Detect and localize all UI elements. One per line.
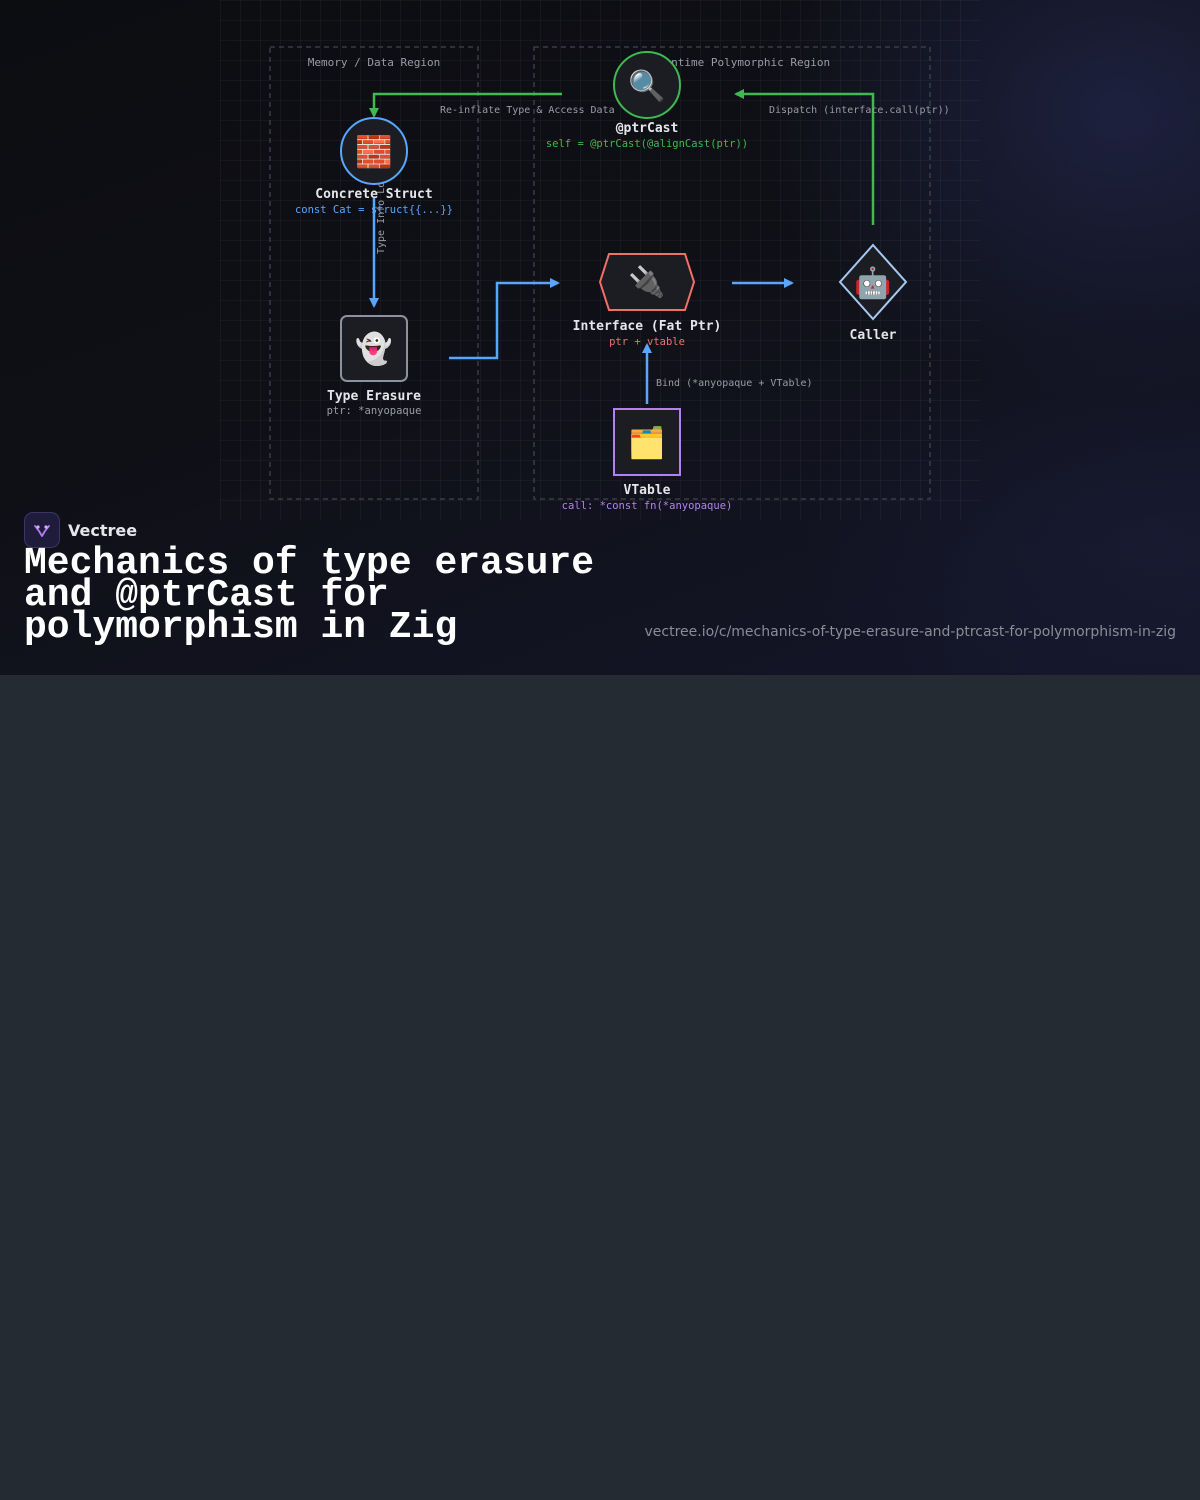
edge-erasure-to-interface [449,278,560,360]
ptrcast-shape [613,51,681,119]
vectree-logo-icon [24,512,60,548]
interface-title: Interface (Fat Ptr) [573,319,722,334]
node-caller: 🤖 Caller [838,243,908,343]
brand-name: Vectree [68,520,138,540]
magnifier-icon: 🔍 [628,66,665,104]
diagram-card: Memory / Data Region Runtime Polymorphic… [0,0,1200,675]
node-type-erasure: 👻 Type Erasure ptr: *anyopaque [327,315,422,417]
runtime-region-label: Runtime Polymorphic Region [658,56,830,69]
ptrcast-title: @ptrCast [616,121,679,136]
page-title: Mechanics of type erasure and @ptrCast f… [24,542,595,649]
plug-icon: 🔌 [628,264,665,300]
node-ptrcast: 🔍 @ptrCast self = @ptrCast(@alignCast(pt… [546,51,748,150]
concrete-struct-shape [340,117,408,185]
diagram-canvas: Memory / Data Region Runtime Polymorphic… [269,46,950,512]
edge-label-dispatch: Dispatch (interface.call(ptr)) [769,105,950,116]
node-interface: 🔌 Interface (Fat Ptr) ptr + vtable [573,253,722,348]
background-grid [220,0,980,520]
card-index-icon: 🗂️ [628,425,665,461]
edge-label-reinflate: Re-inflate Type & Access Data [440,105,615,116]
ghost-icon: 👻 [355,330,392,367]
type-erasure-shape [340,315,408,382]
memory-region-label: Memory / Data Region [308,56,440,69]
brick-icon: 🧱 [355,134,392,170]
ptrcast-subtitle: self = @ptrCast(@alignCast(ptr)) [546,138,748,150]
vtable-subtitle: call: *const fn(*anyopaque) [562,500,733,512]
vtable-title: VTable [624,483,671,498]
edge-label-bind: Bind (*anyopaque + VTable) [656,378,813,389]
type-erasure-title: Type Erasure [327,389,421,404]
runtime-region [533,46,931,500]
interface-subtitle: ptr + vtable [609,336,685,348]
edge-reinflate [369,92,562,118]
source-url[interactable]: vectree.io/c/mechanics-of-type-erasure-a… [644,624,1177,640]
caller-title: Caller [850,328,897,343]
concrete-struct-subtitle: const Cat = struct{{...}} [295,204,453,216]
node-vtable: 🗂️ VTable call: *const fn(*anyopaque) [562,408,733,512]
robot-icon: 🤖 [854,265,891,301]
concrete-struct-title: Concrete Struct [315,187,432,202]
edge-label-type-info: Type Info Lost [376,170,387,254]
node-concrete-struct: 🧱 Concrete Struct const Cat = struct{{..… [295,117,453,216]
edge-dispatch [734,89,875,225]
interface-shape [598,253,696,311]
caller-shape [838,243,908,321]
brand: Vectree [24,512,137,548]
type-erasure-subtitle: ptr: *anyopaque [327,405,422,417]
memory-region [269,46,479,500]
vtable-shape [613,408,681,476]
